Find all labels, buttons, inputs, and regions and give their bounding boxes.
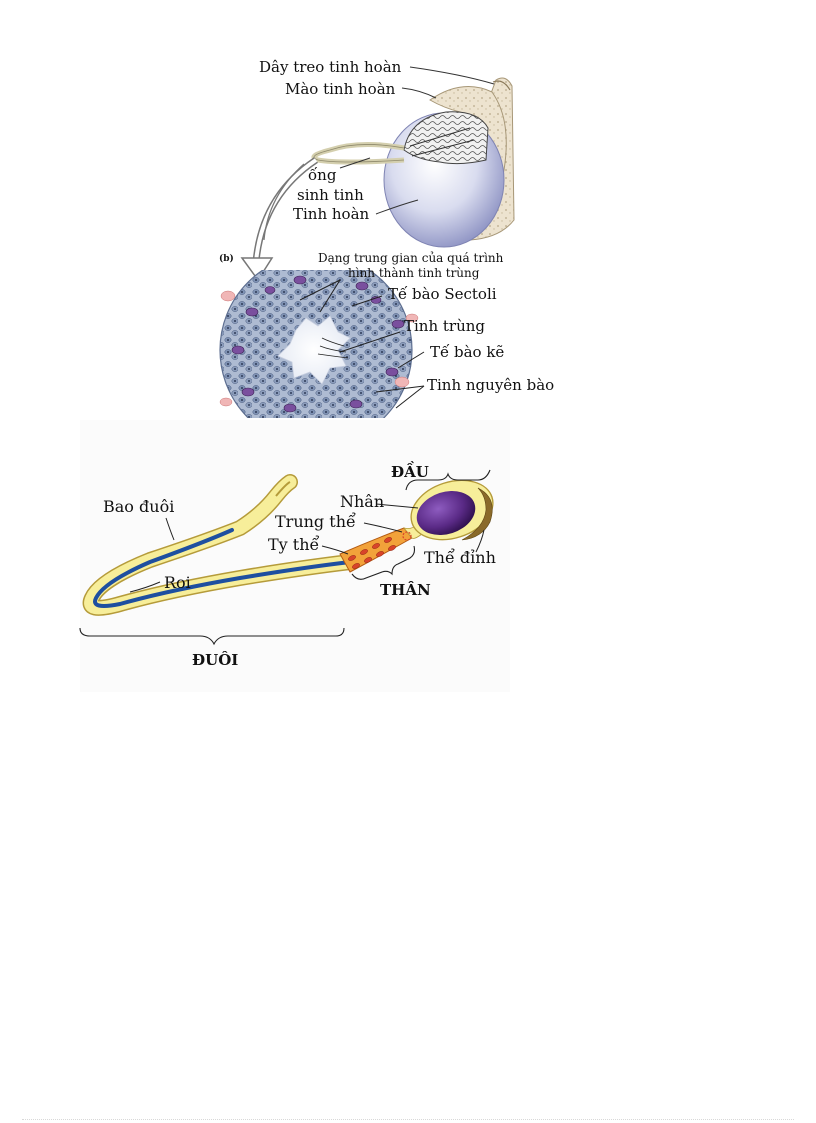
label-flagellum: Roi xyxy=(164,573,191,592)
label-intermediate-1: Dạng trung gian của quá trình xyxy=(318,251,504,265)
acrosome-shape xyxy=(461,487,493,541)
label-tubule-line2: sinh tinh xyxy=(297,186,364,204)
page-footer-rule xyxy=(22,1119,794,1120)
label-sertoli-cell: Tế bào Sectoli xyxy=(388,285,497,303)
label-head: ĐẦU xyxy=(391,461,429,481)
sperm-nucleus xyxy=(416,490,476,536)
label-nucleus: Nhân xyxy=(340,492,384,511)
testis-figure: Dây treo tinh hoàn Mào tinh hoàn ống sin… xyxy=(240,58,515,282)
label-spermatogonia: Tinh nguyên bào xyxy=(427,376,554,394)
testis-cutaway xyxy=(403,111,489,165)
tail-brace xyxy=(79,627,345,646)
label-mitochondria: Ty thể xyxy=(268,535,320,554)
label-tubule-line1: ống xyxy=(308,166,337,184)
centriole-mark xyxy=(402,531,412,541)
head-brace xyxy=(405,469,491,491)
mitochondria-dots xyxy=(348,537,396,569)
label-midpiece: THÂN xyxy=(380,581,431,599)
label-acrosome: Thể đỉnh xyxy=(424,548,496,567)
sperm-figure: ĐẦU Nhân Trung thể Ty thể Thể đỉnh THÂN … xyxy=(79,420,510,692)
label-centriole: Trung thể xyxy=(275,512,356,531)
panel-letter-b: (b) xyxy=(219,253,234,264)
label-spermatic-cord: Dây treo tinh hoàn xyxy=(259,58,402,76)
tubule-figure: (b) xyxy=(219,251,554,418)
label-tail-sheath: Bao đuôi xyxy=(103,497,174,516)
label-intermediate-2: hình thành tinh trùng xyxy=(348,266,480,280)
label-testis: Tinh hoàn xyxy=(293,205,370,223)
label-interstitial-cell: Tế bào kẽ xyxy=(430,343,504,361)
sperm-flagellum xyxy=(93,528,352,608)
midpiece-brace xyxy=(351,545,416,580)
tubule-lumen xyxy=(277,315,351,385)
label-sperm: Tinh trùng xyxy=(404,317,485,335)
label-epididymis: Mào tinh hoàn xyxy=(285,80,396,98)
label-tail: ĐUÔI xyxy=(192,651,238,669)
